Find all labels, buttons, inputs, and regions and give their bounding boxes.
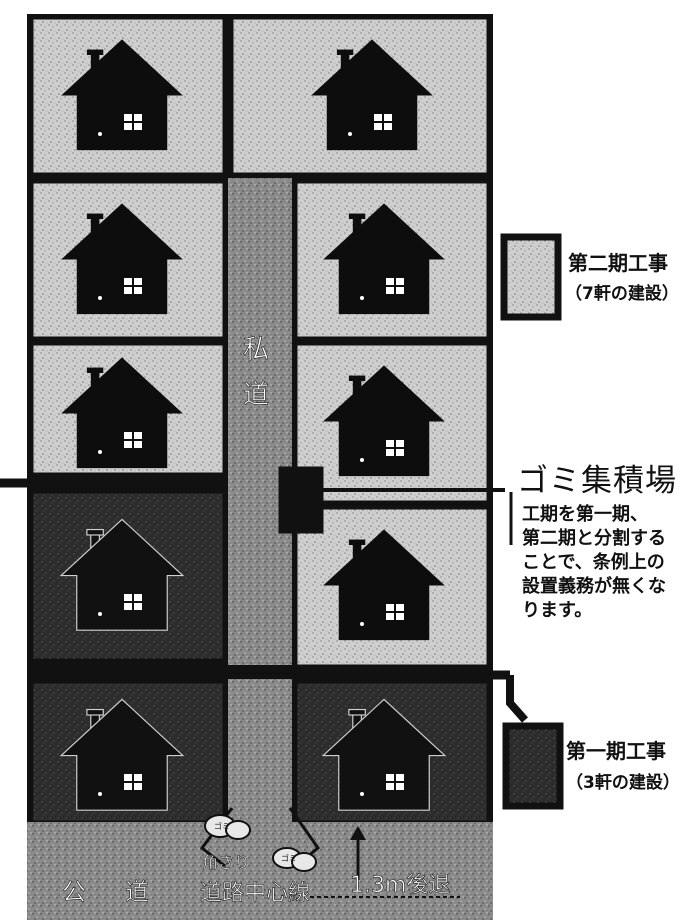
window-icon xyxy=(386,440,404,456)
corner-cut-label: 角きり xyxy=(202,853,250,872)
door-knob-icon xyxy=(360,458,364,462)
garbage-bags-right: ゴミ xyxy=(272,847,317,872)
legend-phase1-swatch xyxy=(502,722,564,810)
lot-6-phase-2 xyxy=(294,342,490,504)
garbage-note-line-3: ことで、条例上の xyxy=(522,552,665,573)
public-road-char-1: 公 xyxy=(62,878,86,906)
legend-phase2-swatch xyxy=(500,233,562,321)
lot-3-phase-2 xyxy=(30,180,226,340)
lot-2-phase-2 xyxy=(230,16,490,176)
door-knob-icon xyxy=(360,622,364,626)
public-road-char-2: 道 xyxy=(125,878,149,906)
door-knob-icon xyxy=(98,132,102,136)
garbage-bag-label: ゴミ xyxy=(214,821,230,831)
legend-phase2-subtitle: （7軒の建設） xyxy=(565,284,679,304)
door-knob-icon xyxy=(360,792,364,796)
lot-9-phase-1 xyxy=(30,680,226,824)
lot-10-phase-1 xyxy=(294,680,490,824)
center-line-label: 道路中心線 xyxy=(200,881,310,906)
setback-label: 1.3m後退 xyxy=(350,873,450,898)
garbage-station-title: ゴミ集積場 xyxy=(517,463,677,499)
door-knob-icon xyxy=(360,296,364,300)
phase1-leader-hook xyxy=(506,675,528,723)
window-icon xyxy=(386,774,404,790)
window-icon xyxy=(124,114,142,130)
garbage-bag-label: ゴミ xyxy=(281,853,297,863)
window-icon xyxy=(124,594,142,610)
private-road-char-2: 道 xyxy=(243,380,269,410)
garbage-note-line-1: 工期を第一期、 xyxy=(522,504,648,525)
garbage-note-line-4: 設置義務が無くな xyxy=(522,576,666,597)
garbage-bags-left: ゴミ xyxy=(204,814,251,840)
lot-5-phase-2 xyxy=(30,342,226,476)
door-knob-icon xyxy=(98,296,102,300)
lot-1-phase-2 xyxy=(30,16,226,176)
setback-arrowhead xyxy=(350,826,366,840)
garbage-note-line-5: ります。 xyxy=(522,600,593,621)
garbage-note-line-2: 第二期と分割する xyxy=(522,528,666,549)
window-icon xyxy=(124,278,142,294)
window-icon xyxy=(124,774,142,790)
door-knob-icon xyxy=(98,612,102,616)
lot-7-phase-1 xyxy=(30,490,226,662)
private-road-char-1: 私 xyxy=(243,335,269,365)
side-road-strip xyxy=(30,665,490,679)
window-icon xyxy=(124,432,142,448)
window-icon xyxy=(386,278,404,294)
lot-8-phase-2 xyxy=(294,506,490,668)
door-knob-icon xyxy=(348,132,352,136)
door-knob-icon xyxy=(98,450,102,454)
public-road xyxy=(27,822,493,920)
lot-4-phase-2 xyxy=(294,180,490,340)
legend-phase2-title: 第二期工事 xyxy=(568,251,668,275)
garbage-station xyxy=(278,466,324,534)
legend-phase1-title: 第一期工事 xyxy=(566,739,666,763)
door-knob-icon xyxy=(98,792,102,796)
window-icon xyxy=(386,604,404,620)
window-icon xyxy=(374,114,392,130)
legend-phase1-subtitle: （3軒の建設） xyxy=(566,773,680,793)
